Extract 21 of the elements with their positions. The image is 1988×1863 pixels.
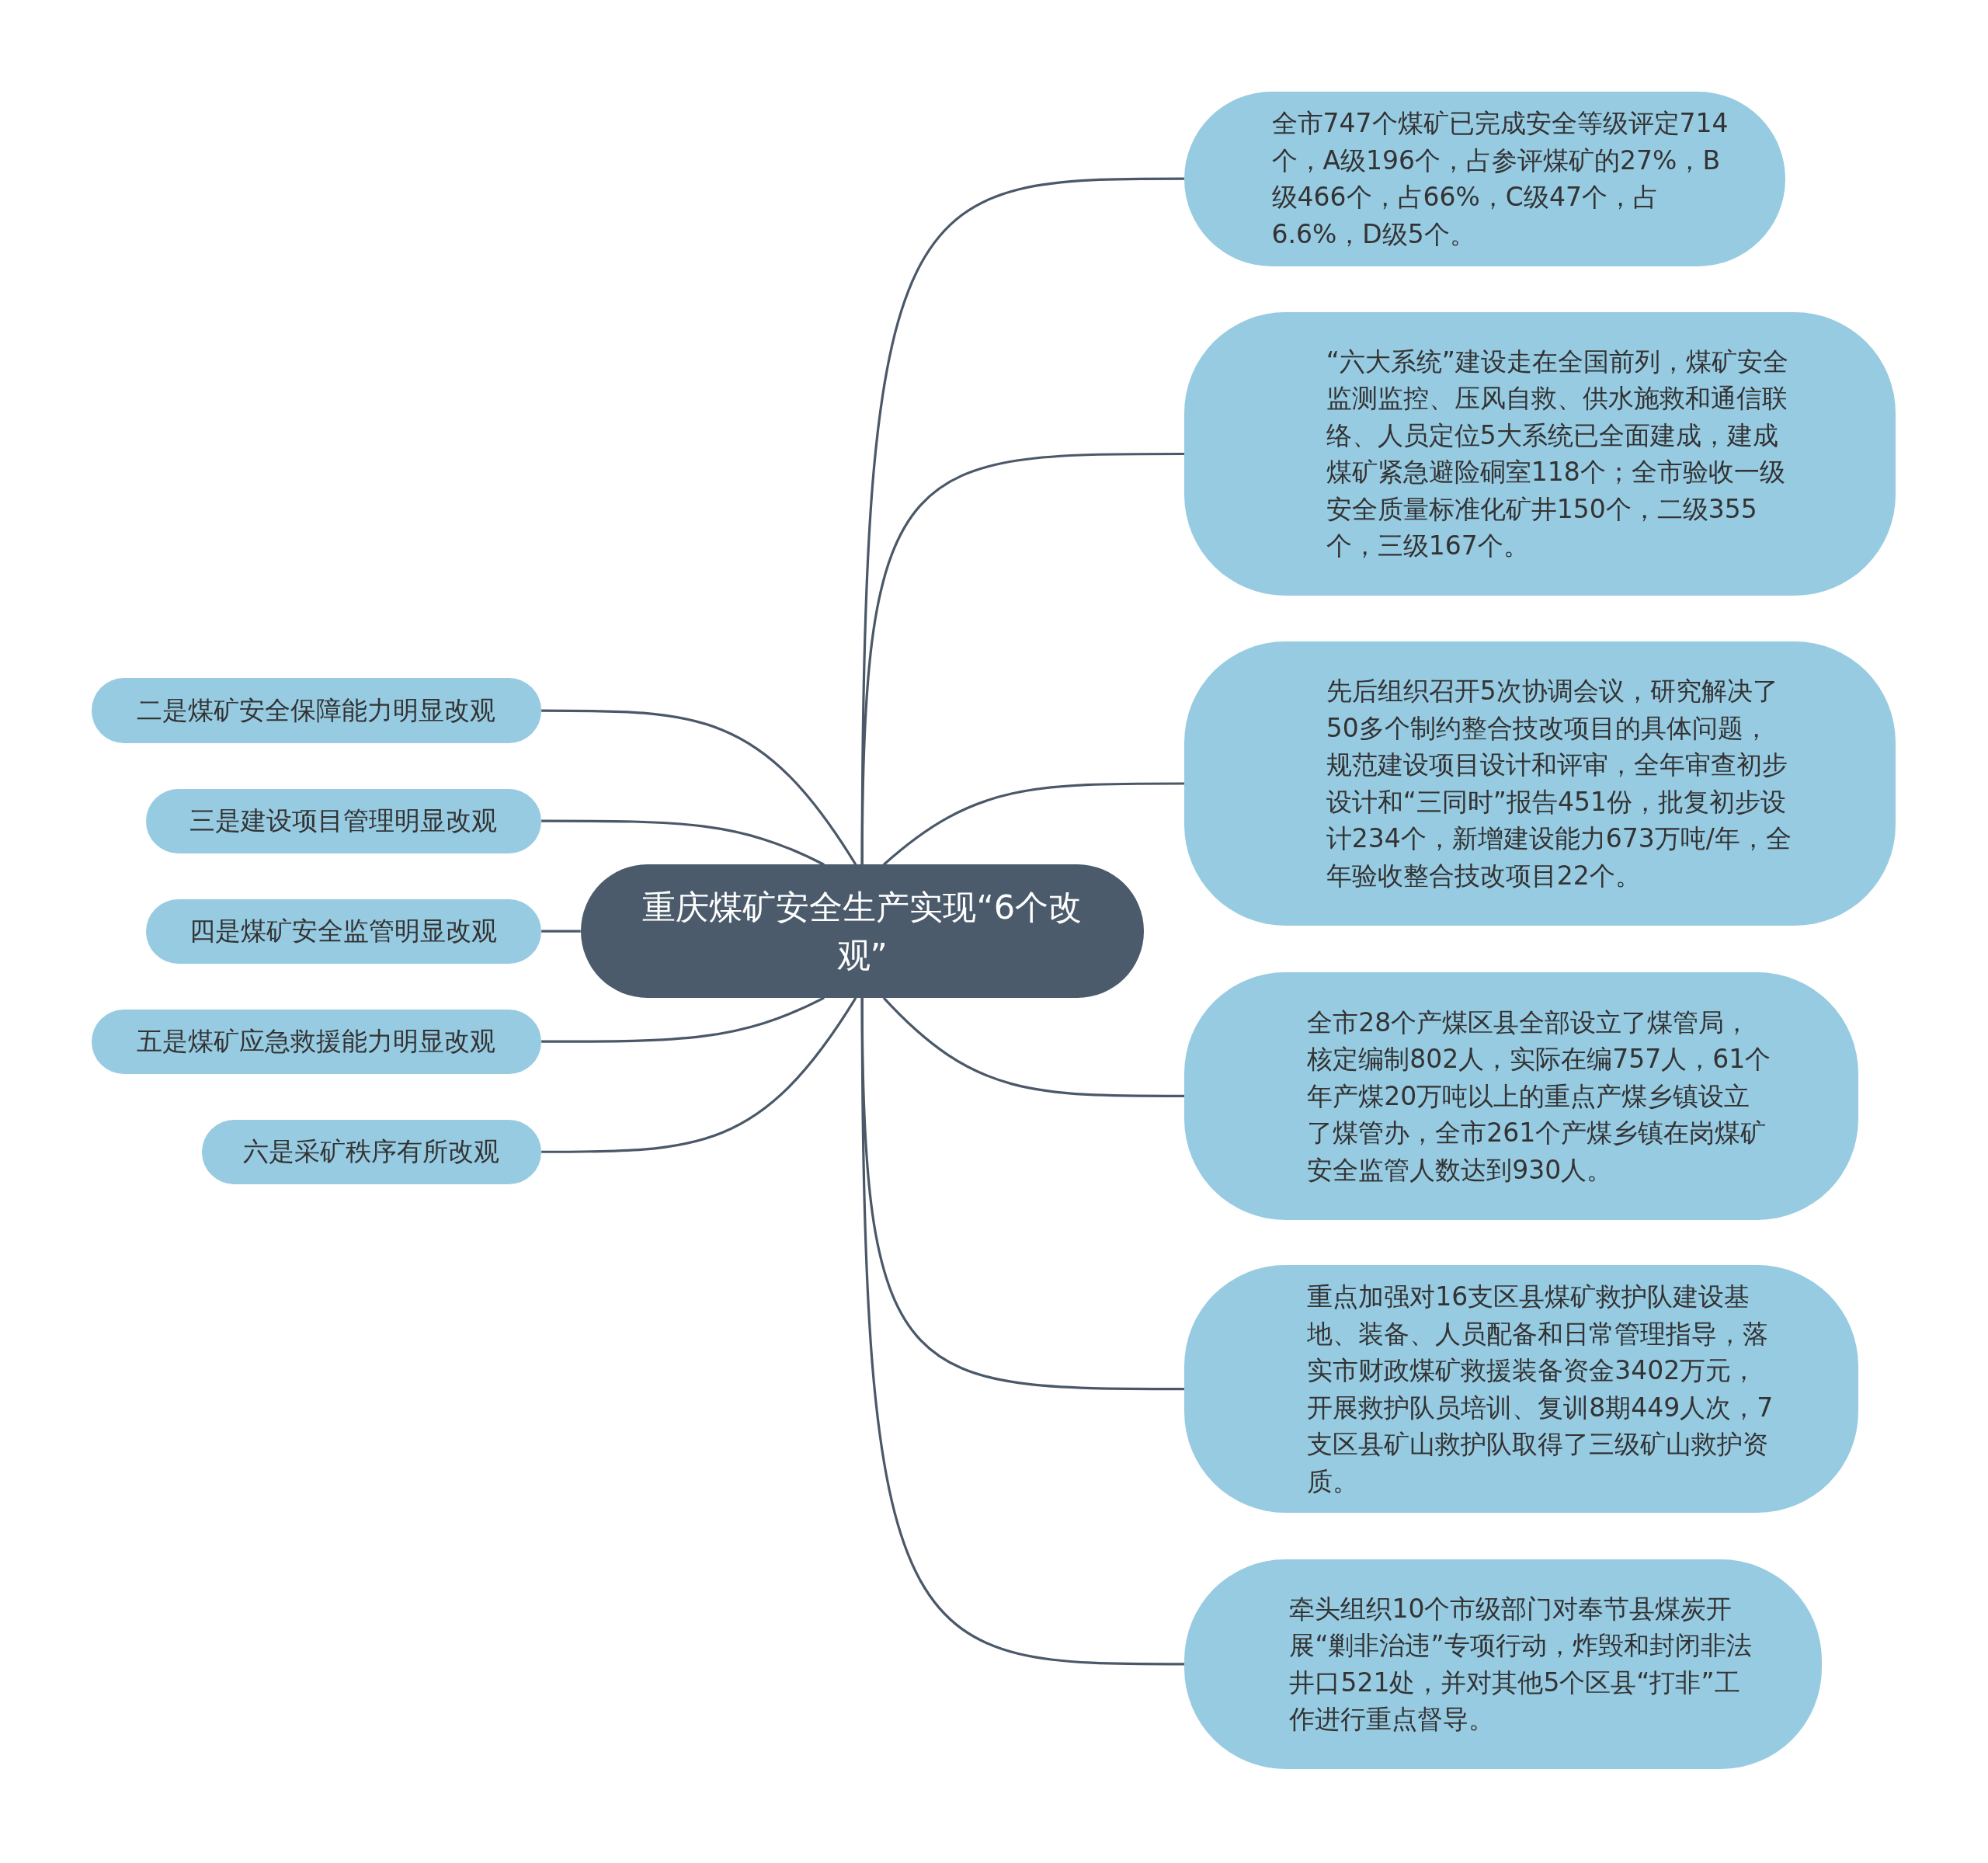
detail-text: 重点加强对16支区县煤矿救护队建设基地、装备、人员配备和日常管理指导，落实市财政煤矿救援装备资金3402万元，开展救护队员培训、复训8期449人次，7支区县矿山救护队取得了三级矿山救护资质。 [1307, 1281, 1774, 1498]
connector-line [541, 709, 857, 866]
connector-line [882, 782, 1184, 866]
detail-text: 全市747个煤矿已完成安全等级评定714个，A级196个，占参评煤矿的27%，B级466个，占66%，C级47个，占6.6%，D级5个。 [1271, 107, 1729, 251]
detail-text: 牵头组织10个市级部门对奉节县煤炭开展“剿非治违”专项行动，炸毁和封闭非法井口521处，并对其他5个区县“打非”工作进行重点督导。 [1289, 1592, 1753, 1736]
connector-line [860, 997, 1184, 1666]
detail-text: 全市28个产煤区县全部设立了煤管局，核定编制802人，实际在编757人，61个年产煤20万吨以上的重点产煤乡镇设立了煤管办，全市261个产煤乡镇在岗煤矿安全监管人数达到930人。 [1307, 1006, 1772, 1187]
connector-line [541, 930, 581, 933]
branch-text: 三是建设项目管理明显改观 [189, 804, 498, 837]
central-topic-text: 重庆煤矿安全生产实现“6个改观” [641, 887, 1083, 977]
connector-line [860, 452, 1184, 865]
connector-line [541, 997, 857, 1153]
branch-text: 六是采矿秩序有所改观 [243, 1135, 500, 1168]
branch-text: 四是煤矿安全监管明显改观 [189, 914, 498, 947]
connector-line [882, 996, 1184, 1098]
connector-line [541, 996, 825, 1043]
detail-text: “六大系统”建设走在全国前列，煤矿安全监测监控、压风自救、供水施救和通信联络、人员定位5大系统已全面建成，建成煤矿紧急避险硐室118个；全市验收一级安全质量标准化矿井150个，二级355个，三级167个。 [1326, 345, 1789, 563]
detail-text: 先后组织召开5次协调会议，研究解决了50多个制约整合技改项目的具体问题，规范建设项目设计和评审，全年审查初步设计和“三同时”报告451份，批复初步设计234个，新增建设能力673万吨/年，全年验收整合技改项目22个。 [1326, 675, 1792, 892]
branch-text: 二是煤矿安全保障能力明显改观 [137, 693, 496, 727]
connector-line [541, 819, 825, 866]
branch-text: 五是煤矿应急救援能力明显改观 [137, 1024, 496, 1058]
